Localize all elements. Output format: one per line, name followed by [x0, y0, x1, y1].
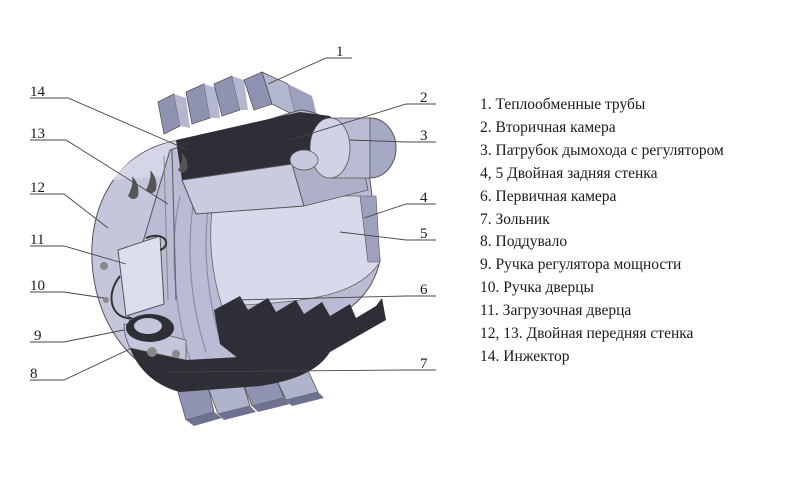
- callout-2: 2: [420, 90, 428, 106]
- legend-item: 1. Теплообменные трубы: [480, 96, 646, 113]
- callout-5: 5: [420, 226, 428, 242]
- legend-item: 10. Ручка дверцы: [480, 279, 594, 297]
- callout-14: 14: [30, 84, 46, 100]
- callout-10: 10: [30, 278, 45, 294]
- legend-item: 3. Патрубок дымохода с регулятором: [480, 141, 724, 159]
- callout-6: 6: [420, 282, 428, 298]
- leader-lines: [30, 57, 436, 381]
- legend-item: 4, 5 Двойная задняя стенка: [480, 164, 658, 182]
- callout-7: 7: [420, 356, 428, 372]
- front-details: [100, 149, 188, 358]
- legend: 1. Теплообменные трубы 2. Вторичная каме…: [480, 94, 724, 369]
- legend-item: 6. Первичная камера: [480, 187, 617, 205]
- secondary-chamber: [176, 112, 397, 263]
- callout-9: 9: [34, 328, 42, 344]
- callout-12: 12: [30, 180, 45, 196]
- callout-13: 13: [30, 126, 45, 142]
- legend-item: 8. Поддувало: [480, 233, 568, 251]
- legend-item: 9. Ручка регулятора мощности: [480, 256, 682, 274]
- callout-4: 4: [420, 190, 428, 206]
- legend-item: 12, 13. Двойная передняя стенка: [480, 325, 694, 343]
- callout-3: 3: [420, 128, 428, 144]
- callout-numbers: 1 2 3 4 5 6 7 8 9 10 11 12 13 14: [30, 44, 428, 382]
- legend-item: 2. Вторичная камера: [480, 118, 616, 136]
- injector-flame-icon: [128, 176, 139, 199]
- callout-8: 8: [30, 366, 38, 382]
- callout-11: 11: [30, 232, 44, 248]
- legend-item: 7. Зольник: [480, 210, 550, 228]
- callout-1: 1: [336, 44, 344, 60]
- legend-item: 11. Загрузочная дверца: [480, 302, 632, 320]
- legend-item: 14. Инжектор: [480, 347, 570, 365]
